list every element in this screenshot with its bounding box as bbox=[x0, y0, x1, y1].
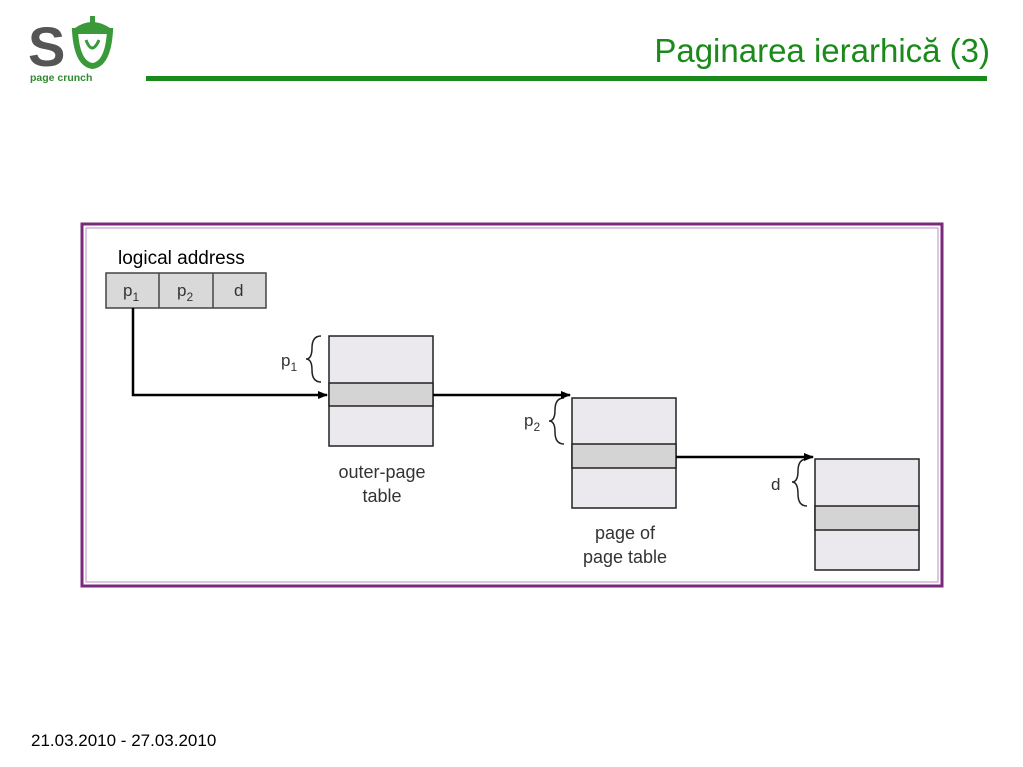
title-underline bbox=[146, 76, 987, 81]
memory-page-offset-label: d bbox=[771, 475, 780, 494]
page-crunch-logo: S page crunch bbox=[28, 15, 114, 84]
page-table-caption-line1: page of bbox=[595, 523, 656, 543]
diagram-frame-inner bbox=[85, 227, 939, 583]
address-field-d: d bbox=[234, 281, 243, 300]
logical-address-box: p1 p2 d bbox=[105, 272, 267, 309]
arrow-p1-to-outer-table bbox=[131, 308, 328, 399]
logical-address-label: logical address bbox=[118, 248, 245, 269]
address-field-p1: p1 bbox=[123, 281, 139, 304]
page-table-offset-label: p2 bbox=[524, 411, 540, 434]
outer-table-caption-line2: table bbox=[362, 486, 401, 506]
slide-title: Paginarea ierarhică (3) bbox=[654, 32, 990, 69]
acorn-icon bbox=[71, 16, 114, 70]
outer-page-table bbox=[328, 335, 434, 447]
diagram-frame bbox=[80, 222, 944, 588]
brace-d bbox=[791, 458, 808, 507]
address-field-p2: p2 bbox=[177, 281, 193, 304]
footer-date-range: 21.03.2010 - 27.03.2010 bbox=[31, 731, 217, 750]
brace-p1 bbox=[305, 335, 322, 383]
logo-letter: S bbox=[28, 15, 65, 78]
page-of-page-table bbox=[571, 397, 677, 509]
page-table-caption-line2: page table bbox=[583, 547, 667, 567]
logo-tagline: page crunch bbox=[30, 72, 92, 84]
hierarchical-paging-diagram: logical address p1 p2 d p1 outer-page ta… bbox=[80, 222, 944, 588]
outer-table-caption-line1: outer-page bbox=[338, 462, 425, 482]
memory-page bbox=[814, 458, 920, 571]
brace-p2 bbox=[548, 397, 565, 445]
outer-table-offset-label: p1 bbox=[281, 351, 297, 374]
